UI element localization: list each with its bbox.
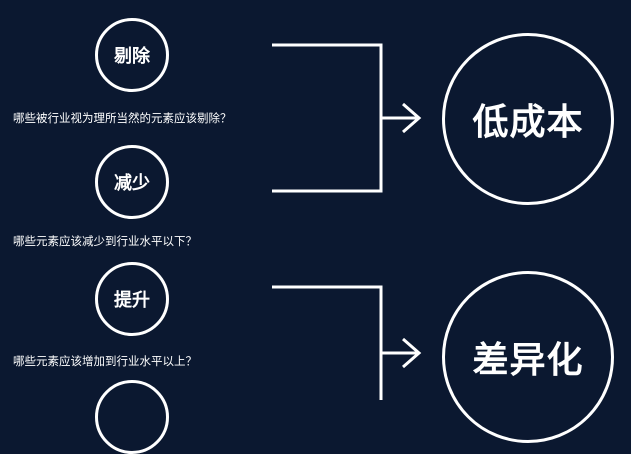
action-circle-create: [95, 380, 169, 454]
question-eliminate: 哪些被行业视为理所当然的元素应该剔除？: [13, 111, 232, 125]
arrow-top-head: [402, 102, 422, 134]
outcome-label-low-cost: 低成本: [472, 102, 584, 143]
action-circle-raise: 提升: [95, 262, 169, 336]
action-label-eliminate: 剔除: [114, 46, 150, 67]
action-circle-eliminate: 剔除: [95, 18, 169, 92]
outcome-circle-low-cost: 低成本: [442, 33, 614, 205]
question-reduce: 哪些元素应该减少到行业水平以下？: [13, 234, 197, 248]
bracket-bottom: [272, 285, 383, 400]
bracket-top: [272, 43, 383, 193]
action-label-raise: 提升: [114, 290, 150, 311]
four-actions-diagram: 剔除 哪些被行业视为理所当然的元素应该剔除？ 减少 哪些元素应该减少到行业水平以…: [13, 18, 614, 454]
arrow-bottom-head: [402, 337, 422, 369]
outcome-label-differentiation: 差异化: [472, 340, 584, 381]
action-circle-reduce: 减少: [95, 145, 169, 219]
action-label-reduce: 减少: [114, 173, 150, 194]
connector-lines: [272, 43, 422, 400]
outcome-circle-differentiation: 差异化: [442, 271, 614, 443]
question-raise: 哪些元素应该增加到行业水平以上？: [13, 354, 197, 368]
